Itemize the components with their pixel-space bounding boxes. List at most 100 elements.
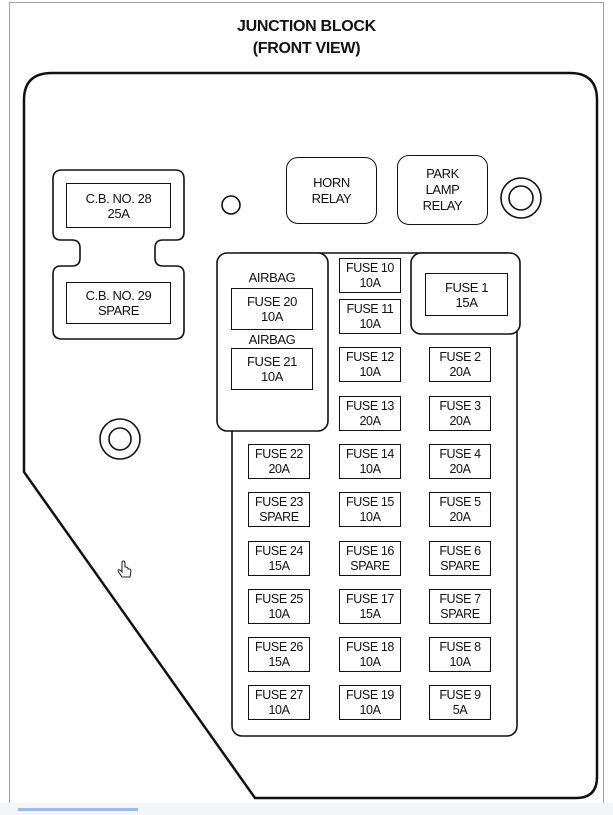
fuse-name: FUSE 13 [346, 398, 394, 413]
fuse-rating: 10A [261, 309, 283, 324]
fuse-rating: 15A [268, 558, 290, 573]
fuse-panel [231, 252, 518, 737]
fuse-name: FUSE 22 [255, 446, 303, 461]
fuse-name: FUSE 12 [346, 349, 394, 364]
fuse-name: FUSE 9 [439, 687, 481, 702]
bolt-icon [99, 418, 141, 460]
fuse-rating: 15A [268, 654, 290, 669]
fuse-21: FUSE 21 10A [231, 348, 313, 390]
fuse-name: FUSE 6 [439, 543, 481, 558]
fuse-rating: SPARE [440, 558, 480, 573]
relay-label: PARK [426, 166, 459, 181]
breaker-28: C.B. NO. 28 25A [66, 183, 171, 228]
fuse-name: FUSE 3 [439, 398, 481, 413]
fuse-name: FUSE 23 [255, 494, 303, 509]
fuse-name: FUSE 5 [439, 494, 481, 509]
bolt-icon [500, 177, 542, 219]
fuse-rating: 20A [449, 364, 471, 379]
relay-label: LAMP [425, 182, 460, 197]
fuse-name: FUSE 26 [255, 639, 303, 654]
fuse-1: FUSE 1 15A [425, 273, 508, 316]
fuse-name: FUSE 10 [346, 260, 394, 275]
fuse-name: FUSE 2 [439, 349, 481, 364]
fuse-name: FUSE 24 [255, 543, 303, 558]
circle-hole-icon [221, 195, 241, 215]
fuse-rating: 10A [449, 654, 471, 669]
fuse-name: FUSE 19 [346, 687, 394, 702]
fuse-rating: 15A [359, 606, 381, 621]
fuse-name: FUSE 17 [346, 591, 394, 606]
breaker-housing [52, 169, 185, 340]
relay-label: HORN [313, 174, 350, 190]
fuse-name: FUSE 8 [439, 639, 481, 654]
fuse-name: FUSE 11 [346, 301, 394, 316]
horn-relay: HORN RELAY [286, 157, 377, 224]
airbag-label: AIRBAG [248, 270, 296, 285]
fuse-rating: 10A [359, 702, 381, 717]
fuse-name: FUSE 4 [439, 446, 481, 461]
diagram-title: JUNCTION BLOCK [237, 18, 376, 35]
fuse-rating: 10A [359, 275, 381, 290]
fuse-rating: 20A [449, 509, 471, 524]
airbag-label: AIRBAG [248, 332, 296, 347]
fuse-rating: 5A [452, 702, 468, 717]
breaker-name: C.B. NO. 28 [85, 190, 152, 206]
relay-label: RELAY [311, 190, 352, 206]
fuse-rating: 15A [455, 294, 478, 310]
breaker-name: C.B. NO. 29 [85, 288, 152, 303]
diagram-subtitle: (FRONT VIEW) [252, 40, 361, 57]
fuse-name: FUSE 20 [247, 294, 297, 309]
fuse-name: FUSE 1 [444, 279, 489, 295]
fuse-name: FUSE 21 [247, 354, 297, 369]
fuse-rating: 10A [261, 369, 283, 384]
fuse-rating: 10A [268, 606, 290, 621]
junction-block-body [22, 71, 599, 800]
fuse-rating: 20A [359, 413, 381, 428]
fuse-rating: 20A [449, 413, 471, 428]
fuse-rating: SPARE [350, 558, 390, 573]
fuse-rating: 10A [359, 364, 381, 379]
breaker-rating: SPARE [97, 303, 140, 318]
breaker-rating: 25A [107, 205, 130, 221]
hand-cursor-icon [117, 560, 132, 578]
fuse-name: FUSE 14 [346, 446, 394, 461]
fuse-name: FUSE 18 [346, 639, 394, 654]
fuse-name: FUSE 16 [346, 543, 394, 558]
fuse-name: FUSE 25 [255, 591, 303, 606]
fuse-rating: SPARE [259, 509, 299, 524]
fuse-rating: SPARE [440, 606, 480, 621]
fuse-rating: 10A [268, 702, 290, 717]
fuse-name: FUSE 27 [255, 687, 303, 702]
fuse-20: FUSE 20 10A [231, 288, 313, 330]
bottom-link-fragment[interactable] [18, 808, 138, 811]
fuse-rating: 20A [268, 461, 290, 476]
fuse-name: FUSE 15 [346, 494, 394, 509]
fuse-name: FUSE 7 [439, 591, 481, 606]
fuse-rating: 20A [449, 461, 471, 476]
fuse-rating: 10A [359, 461, 381, 476]
bottom-strip [0, 803, 613, 815]
breaker-29: C.B. NO. 29 SPARE [66, 282, 171, 324]
